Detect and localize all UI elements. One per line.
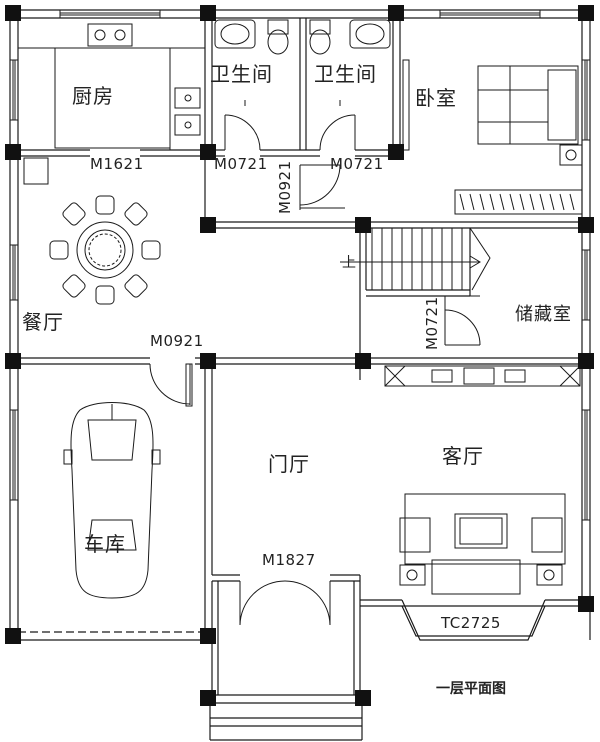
room-label-dining: 餐厅	[22, 310, 64, 334]
dining-table	[49, 195, 161, 305]
bath-fixtures	[214, 19, 391, 106]
room-label-bath-left: 卫生间	[210, 62, 273, 86]
door-code-storage: M0721	[423, 296, 441, 350]
windows	[10, 10, 590, 521]
room-label-bath-right: 卫生间	[314, 62, 377, 86]
room-label-garage: 车库	[84, 532, 126, 556]
sofa-set	[399, 493, 566, 595]
bedroom-fixtures	[402, 59, 583, 215]
room-label-living: 客厅	[442, 444, 484, 468]
door-code-kitchen: M1621	[90, 155, 144, 173]
stair-up-label: 上	[342, 255, 356, 271]
room-label-foyer: 门厅	[268, 452, 310, 476]
door-code-bath-right: M0721	[330, 155, 384, 173]
columns	[5, 5, 594, 706]
interior-walls	[10, 18, 591, 741]
door-code-bath-left: M0721	[214, 155, 268, 173]
kitchen-fixtures	[17, 17, 206, 185]
door-code-garage: M0921	[150, 332, 204, 350]
room-label-storage: 储藏室	[515, 304, 572, 325]
car	[63, 402, 161, 599]
staircase	[340, 227, 491, 291]
drawing-title: 一层平面图	[436, 681, 506, 697]
room-label-bedroom: 卧室	[415, 86, 457, 110]
door-code-entry: M1827	[262, 551, 316, 569]
doors	[149, 114, 481, 626]
tv-cabinet	[384, 365, 581, 387]
room-label-kitchen: 厨房	[72, 84, 114, 108]
window-code-bay: TC2725	[441, 614, 501, 632]
door-code-hall: M0921	[276, 160, 294, 214]
